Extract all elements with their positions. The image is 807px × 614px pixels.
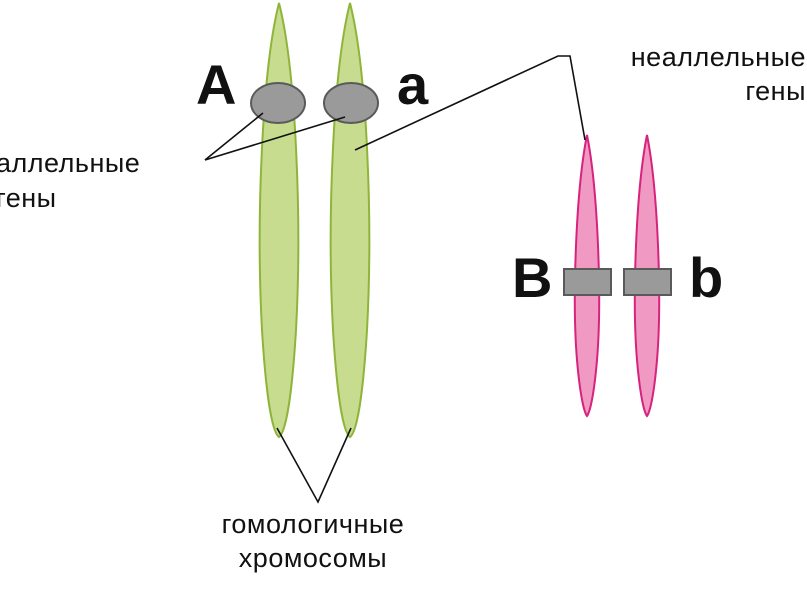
label-allelic-genes-line2: гены xyxy=(0,183,57,213)
label-nonallelic-genes-line2: гены xyxy=(745,76,806,106)
green-chromosome-left xyxy=(258,2,300,439)
label-nonallelic-genes-line1: неаллельные xyxy=(631,42,806,72)
gene-b-rect xyxy=(623,268,672,296)
label-allele-b: b xyxy=(689,246,723,309)
label-homologous-line1: гомологичные xyxy=(222,509,405,539)
label-allelic-genes-line1: аллельные xyxy=(0,148,140,178)
label-allele-a: a xyxy=(397,53,429,116)
gene-A-oval xyxy=(250,82,306,124)
green-chromosome-right xyxy=(329,2,371,439)
allelic-leader-line-A xyxy=(204,112,264,161)
nonallelic-leader-line xyxy=(354,55,586,151)
allelic-leader-line-a xyxy=(204,116,346,161)
gene-B-rect xyxy=(563,268,612,296)
label-allele-B: B xyxy=(512,246,552,309)
label-allele-A: A xyxy=(196,53,236,116)
label-homologous-line2: хромосомы xyxy=(239,543,387,573)
gene-a-oval xyxy=(323,82,379,124)
homologous-leader-line xyxy=(276,427,352,504)
